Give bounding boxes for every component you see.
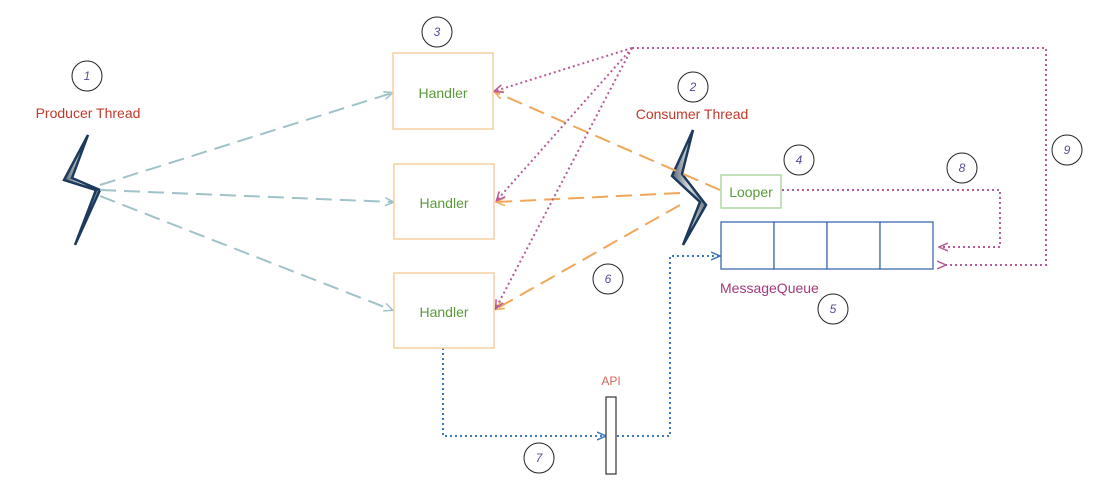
- dispatch-arrows: [495, 47, 1047, 308]
- step-number: 2: [689, 80, 697, 94]
- handler-to-api-arrow: [442, 348, 605, 436]
- step-badge-7: 7: [523, 442, 555, 474]
- step-badge-9: 9: [1051, 134, 1083, 166]
- handler-1-label: Handler: [418, 85, 467, 101]
- queue-slot: [879, 221, 934, 270]
- message-queue-label: MessageQueue: [720, 280, 819, 296]
- handler-box-2: Handler: [393, 163, 495, 240]
- looper-to-queue-arrow: [782, 189, 1001, 247]
- looper-label: Looper: [729, 184, 773, 200]
- queue-to-dispatch-line: [632, 47, 1047, 265]
- step-number: 5: [830, 302, 837, 316]
- step-badge-3: 3: [421, 16, 453, 48]
- step-number: 8: [959, 161, 966, 175]
- api-arrows: [442, 256, 719, 437]
- api-label: API: [601, 374, 620, 388]
- queue-slot: [773, 221, 828, 270]
- step-number: 9: [1064, 143, 1071, 157]
- handler-box-1: Handler: [392, 52, 494, 130]
- step-number: 3: [434, 25, 441, 39]
- producer-to-handler-3-arrow: [99, 195, 392, 310]
- handler-box-3: Handler: [393, 272, 495, 349]
- dispatch-to-handler-1-arrow: [495, 47, 633, 91]
- step-badges: 1 2 3 4 5 6 7 8 9: [71, 16, 1083, 474]
- step-number: 6: [605, 272, 612, 286]
- producer-to-handler-2-arrow: [99, 189, 393, 202]
- step-number: 4: [796, 153, 803, 167]
- dispatch-to-handler-2-arrow: [497, 47, 633, 200]
- step-badge-5: 5: [817, 293, 849, 325]
- handler-2-label: Handler: [419, 195, 468, 211]
- step-badge-8: 8: [946, 152, 978, 184]
- looper-box: Looper: [720, 174, 782, 209]
- step-number: 1: [84, 69, 91, 83]
- consumer-thread-bolt-icon: [670, 129, 708, 246]
- producer-thread-bolt-icon: [62, 134, 102, 246]
- handler-3-label: Handler: [419, 304, 468, 320]
- step-badge-4: 4: [783, 144, 815, 176]
- queue-slot: [826, 221, 881, 270]
- consumer-thread-label: Consumer Thread: [636, 106, 749, 122]
- step-badge-6: 6: [592, 263, 624, 295]
- consumer-arrows: [495, 92, 721, 309]
- looper-to-handler-1-arrow: [495, 92, 721, 191]
- dispatch-to-handler-3-arrow: [496, 47, 633, 308]
- step-number: 7: [536, 451, 544, 465]
- consumer-to-handler-2-arrow: [497, 192, 681, 202]
- api-bar: [605, 396, 617, 475]
- message-queue: [720, 221, 934, 270]
- producer-arrows: [99, 93, 393, 310]
- producer-thread-label: Producer Thread: [36, 105, 141, 121]
- queue-slot: [720, 221, 775, 270]
- producer-to-handler-1-arrow: [99, 93, 392, 186]
- consumer-to-handler-3-arrow: [496, 204, 681, 309]
- step-badge-1: 1: [71, 60, 103, 92]
- api-to-queue-arrow: [617, 256, 719, 437]
- step-badge-2: 2: [677, 71, 709, 103]
